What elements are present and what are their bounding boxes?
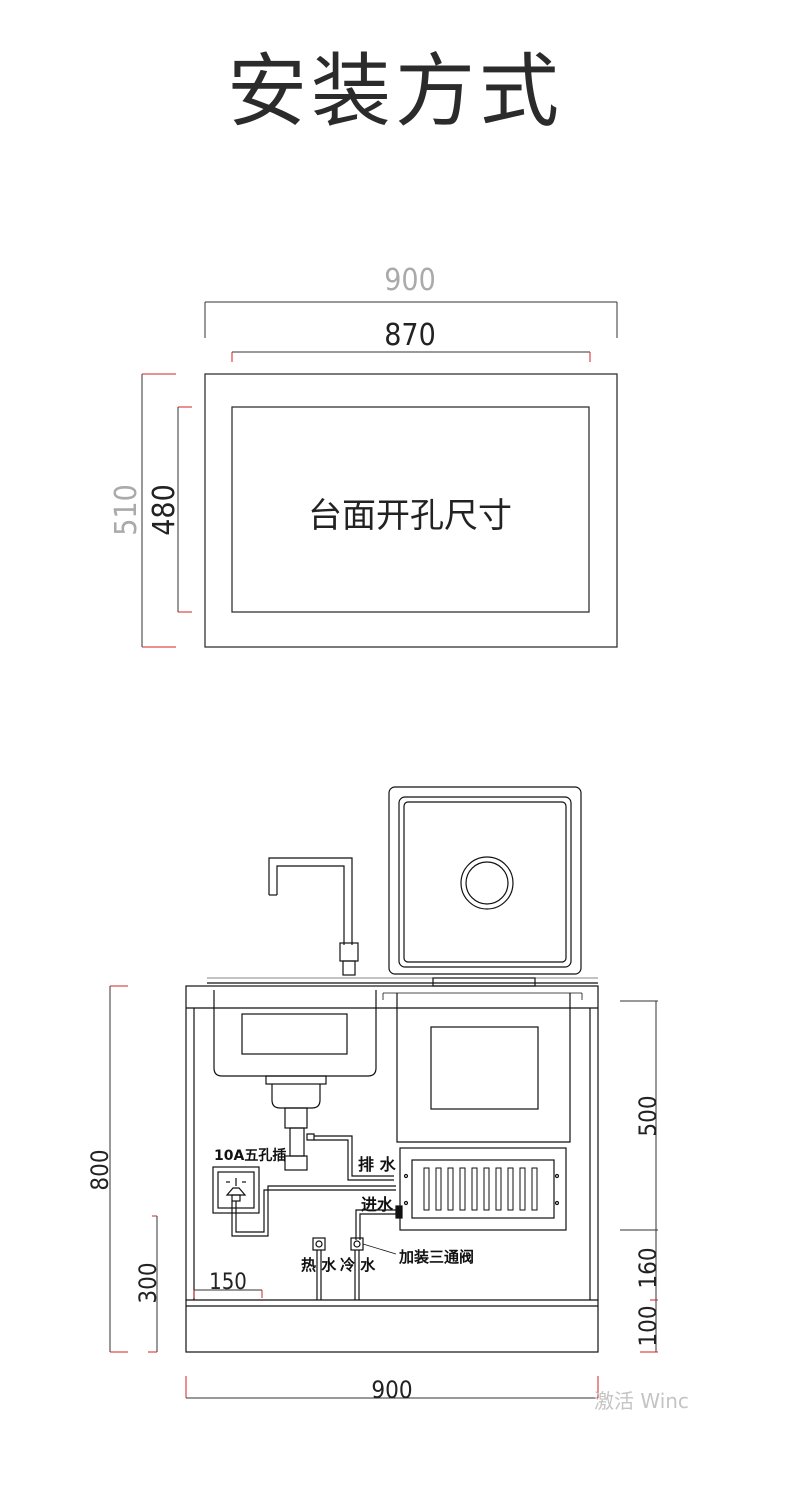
inner-cutout-rect (231, 406, 590, 613)
upper-unit (388, 786, 582, 975)
dim-right-middle: 160 (634, 1247, 662, 1288)
dim-total-width: 900 (371, 1376, 412, 1404)
cabinet-body (185, 985, 599, 1353)
cold-water-label: 冷 水 (340, 1256, 376, 1274)
drain-label: 排 水 (358, 1155, 397, 1174)
dim-outer-width: 900 (384, 263, 436, 298)
top-view: 900 870 510 480 台面开孔尺寸 (109, 263, 618, 648)
faucet-icon (268, 857, 353, 945)
dim-socket-offset: 150 (209, 1270, 247, 1295)
machine-unit (399, 1147, 567, 1231)
dim-total-height: 800 (86, 1149, 114, 1190)
round-window-icon (460, 856, 514, 910)
dim-socket-height: 300 (134, 1262, 162, 1303)
front-dimensions (109, 985, 658, 1399)
dim-inner-height: 480 (147, 484, 182, 536)
dishwasher-cavity (396, 993, 571, 1143)
dim-right-upper: 500 (634, 1095, 662, 1136)
socket-label: 10A五孔插 (214, 1147, 286, 1164)
dim-right-lower: 100 (634, 1305, 662, 1346)
three-way-valve-label: 加装三通阀 (398, 1248, 474, 1266)
front-view (185, 786, 599, 1353)
activation-watermark: 激活 Winc (594, 1389, 689, 1413)
dim-outer-height: 510 (109, 484, 144, 536)
page-title: 安装方式 (227, 45, 563, 138)
hot-water-label: 热 水 (301, 1256, 337, 1274)
inlet-label: 进水 (361, 1195, 394, 1214)
outer-cutout-rect (204, 373, 618, 648)
cutout-size-label: 台面开孔尺寸 (308, 496, 512, 536)
sink-bowl (213, 990, 377, 1077)
dim-inner-width: 870 (384, 318, 436, 353)
